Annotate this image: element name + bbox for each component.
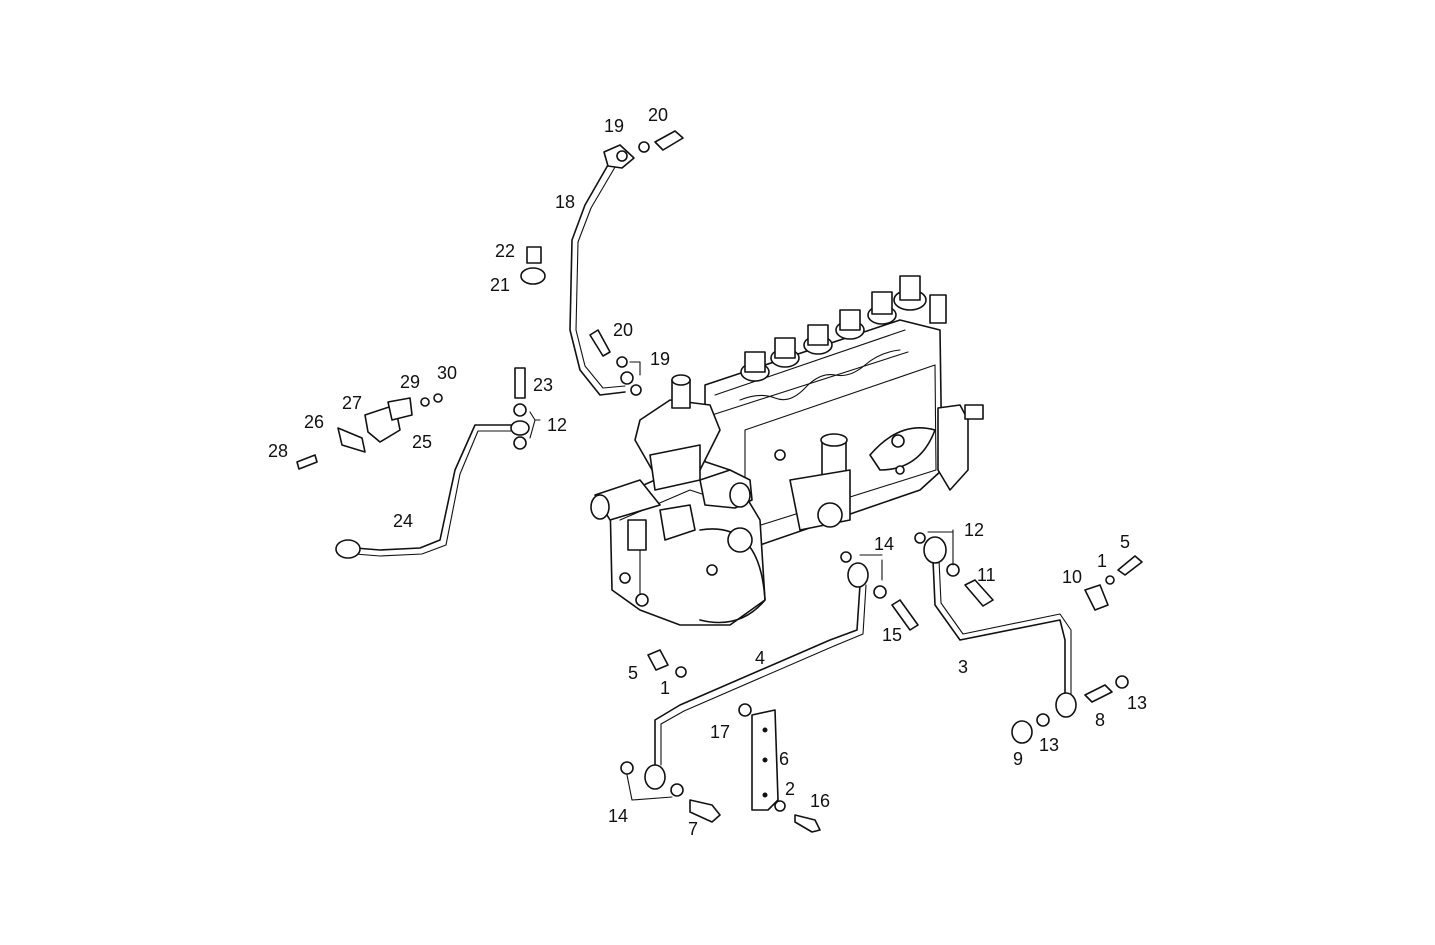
callout-12: 12 (964, 520, 984, 540)
callout-10: 10 (1062, 567, 1082, 587)
callout-20: 20 (613, 320, 633, 340)
bracket-25-30 (296, 393, 443, 470)
callout-15: 15 (882, 625, 902, 645)
callout-7: 7 (688, 819, 698, 839)
callout-3: 3 (958, 657, 968, 677)
callout-27: 27 (342, 393, 362, 413)
callout-19: 19 (604, 116, 624, 136)
callout-4: 4 (755, 648, 765, 668)
callout-13: 13 (1127, 693, 1147, 713)
callout-12: 12 (547, 415, 567, 435)
callout-21: 21 (490, 275, 510, 295)
callout-26: 26 (304, 412, 324, 432)
callout-20: 20 (648, 105, 668, 125)
banjo-bolt-19-20 (589, 329, 642, 396)
callout-28: 28 (268, 441, 288, 461)
callout-14: 14 (608, 806, 628, 826)
callout-16: 16 (810, 791, 830, 811)
pipe-24 (335, 367, 530, 559)
fitting-10 (1084, 555, 1143, 611)
callout-30: 30 (437, 363, 457, 383)
injection-pump-assembly (590, 275, 984, 626)
callout-1: 1 (660, 678, 670, 698)
callout-23: 23 (533, 375, 553, 395)
callout-19: 19 (650, 349, 670, 369)
callout-2: 2 (785, 779, 795, 799)
callout-5: 5 (628, 663, 638, 683)
delivery-valve-row (740, 275, 947, 382)
part-callouts: 19 20 18 22 21 20 19 29 30 23 27 26 12 2… (268, 105, 1147, 839)
pipe-3 (914, 532, 1129, 744)
callout-1: 1 (1097, 551, 1107, 571)
callout-11: 11 (977, 565, 996, 585)
callout-17: 17 (710, 722, 730, 742)
callout-5: 5 (1120, 532, 1130, 552)
callout-24: 24 (393, 511, 413, 531)
pipe-4 (620, 551, 919, 823)
callout-8: 8 (1095, 710, 1105, 730)
callout-22: 22 (495, 241, 515, 261)
callout-14: 14 (874, 534, 894, 554)
leader-lines (529, 361, 954, 801)
callout-25: 25 (412, 432, 432, 452)
callout-18: 18 (555, 192, 575, 212)
bracket-6 (738, 703, 821, 833)
callout-29: 29 (400, 372, 420, 392)
pipe-18 (569, 130, 684, 396)
callout-6: 6 (779, 749, 789, 769)
callout-9: 9 (1013, 749, 1023, 769)
cap-nut-21-22 (520, 246, 546, 285)
callout-13: 13 (1039, 735, 1059, 755)
